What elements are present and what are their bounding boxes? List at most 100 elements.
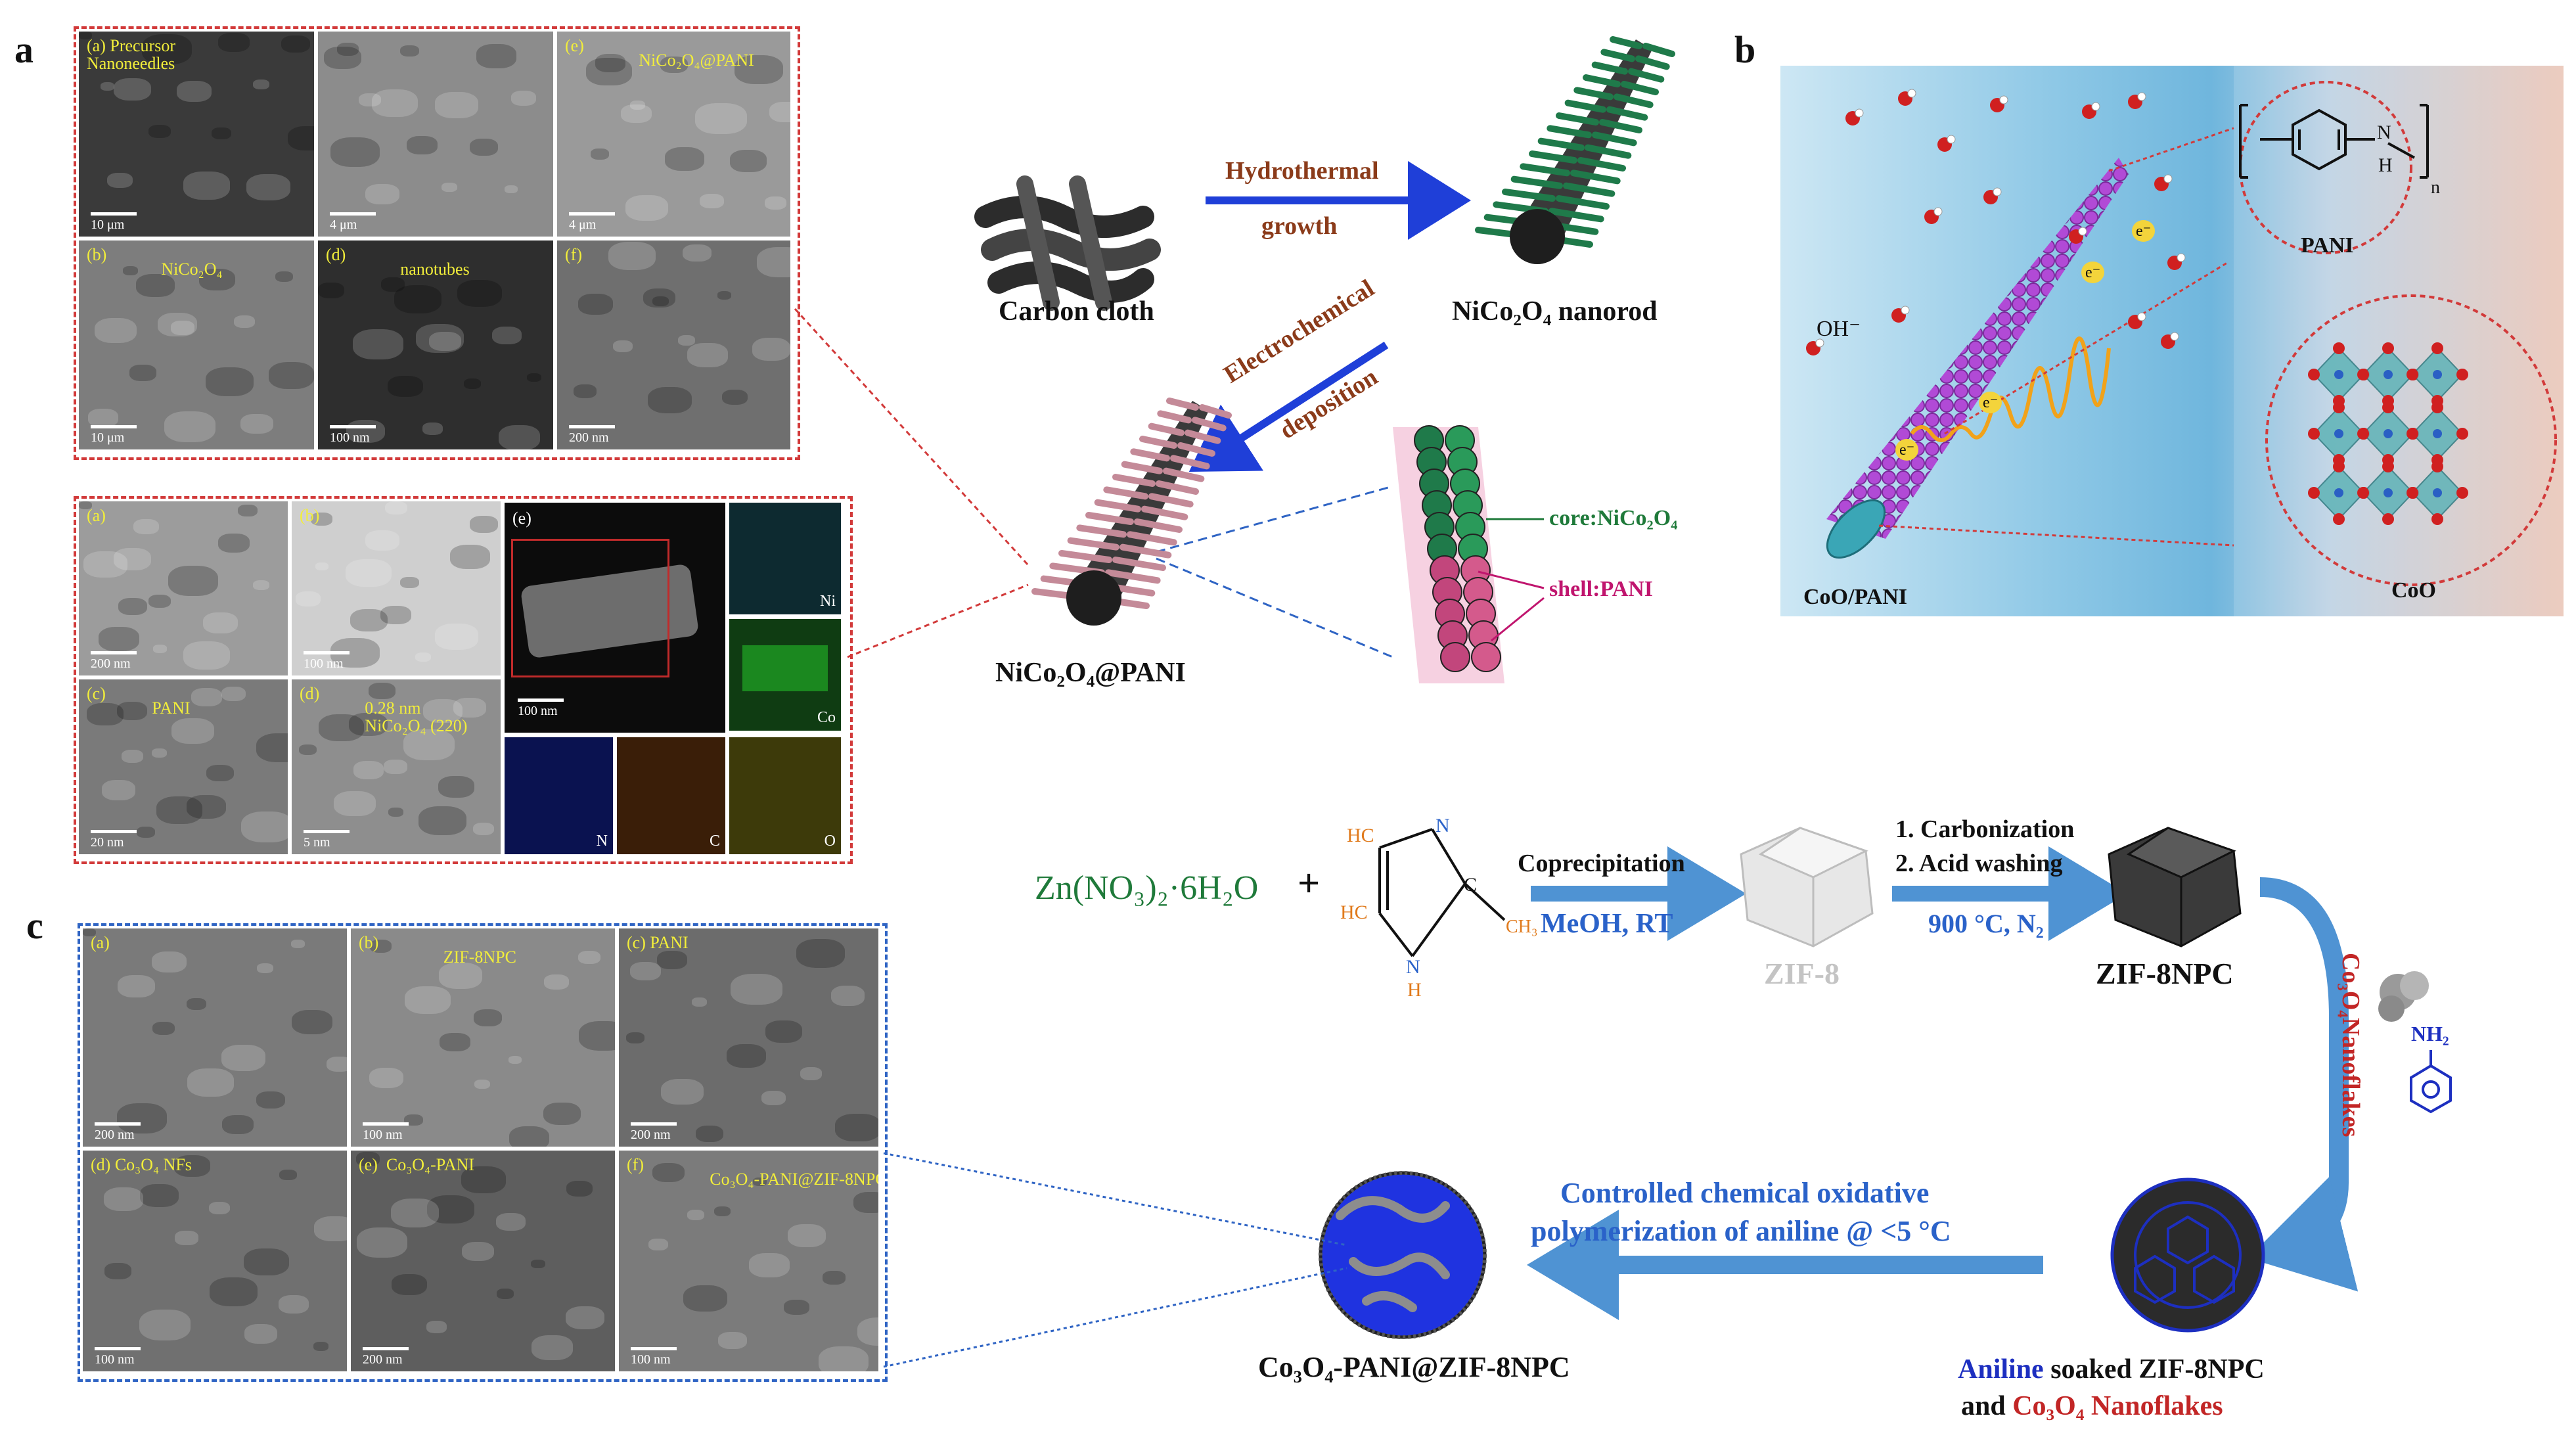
texture-grain bbox=[388, 808, 403, 817]
texture-grain bbox=[404, 1114, 423, 1126]
pani-h-atom: H bbox=[2378, 154, 2393, 176]
texture-grain bbox=[158, 313, 197, 336]
texture-grain bbox=[187, 1068, 234, 1097]
texture-grain bbox=[796, 939, 845, 969]
texture-grain bbox=[400, 577, 419, 589]
micrograph-tile: (f)200 nm bbox=[557, 240, 790, 449]
texture-grain bbox=[107, 173, 133, 189]
texture-grain bbox=[234, 315, 255, 329]
imidazole-structure bbox=[1378, 828, 1506, 957]
texture-grain bbox=[683, 1285, 727, 1312]
final-composite-label: Co₃O₄-PANI@ZIF-8NPC bbox=[1258, 1351, 1570, 1383]
texture-grain bbox=[613, 340, 633, 352]
imid-n2: N bbox=[1406, 956, 1420, 978]
micrograph-annotation: PANI bbox=[152, 698, 191, 718]
leader-line-c-top bbox=[883, 1152, 1347, 1247]
plus-sign: + bbox=[1298, 861, 1321, 905]
texture-grain bbox=[439, 963, 482, 989]
texture-grain bbox=[356, 1152, 380, 1166]
texture-grain bbox=[474, 1009, 502, 1026]
texture-grain bbox=[470, 516, 498, 533]
carbon-cloth-label: Carbon cloth bbox=[999, 296, 1154, 327]
eds-scale-bar: 100 nm bbox=[518, 698, 564, 719]
scale-bar: 200 nm bbox=[91, 651, 137, 672]
texture-grain bbox=[695, 103, 747, 135]
texture-grain bbox=[152, 951, 187, 972]
micrograph-tile: (a)200 nm bbox=[79, 501, 288, 675]
scale-bar: 100 nm bbox=[95, 1347, 141, 1367]
texture-grain bbox=[497, 1289, 514, 1299]
texture-grain bbox=[700, 194, 724, 209]
texture-grain bbox=[218, 534, 250, 553]
texture-grain bbox=[586, 58, 632, 85]
polymerization-label-1: Controlled chemical oxidative bbox=[1560, 1177, 1930, 1209]
texture-grain bbox=[256, 733, 288, 763]
texture-grain bbox=[418, 806, 466, 835]
step2-top2-label: 2. Acid washing bbox=[1895, 850, 2063, 877]
texture-grain bbox=[652, 296, 669, 306]
aniline-icon bbox=[2410, 1050, 2452, 1114]
eds-map-c: C bbox=[617, 737, 725, 854]
eds-map-c-label: C bbox=[709, 833, 720, 850]
eds-map-n: N bbox=[505, 737, 613, 854]
leader-line-core bbox=[1156, 485, 1393, 553]
texture-grain bbox=[253, 80, 269, 89]
texture-grain bbox=[370, 940, 392, 953]
texture-grain bbox=[470, 139, 498, 156]
texture-grain bbox=[346, 559, 392, 587]
texture-grain bbox=[385, 501, 407, 515]
texture-grain bbox=[508, 1056, 522, 1064]
texture-grain bbox=[292, 1010, 332, 1035]
texture-grain bbox=[527, 373, 541, 382]
soaked-flakes-word: Co₃O₄ Nanoflakes bbox=[2012, 1391, 2223, 1421]
texture-grain bbox=[88, 409, 118, 427]
texture-grain bbox=[784, 1300, 809, 1315]
texture-grain bbox=[291, 940, 305, 948]
texture-grain bbox=[369, 683, 395, 699]
texture-grain bbox=[152, 748, 167, 758]
scale-bar: 200 nm bbox=[631, 1122, 677, 1143]
leader-line-top bbox=[794, 308, 1029, 566]
texture-grain bbox=[148, 125, 171, 139]
texture-grain bbox=[499, 425, 540, 449]
step1-bottom-label: MeOH, RT bbox=[1541, 909, 1673, 939]
zif8-label: ZIF-8 bbox=[1764, 957, 1840, 990]
texture-grain bbox=[334, 791, 376, 817]
texture-grain bbox=[496, 1213, 526, 1231]
texture-grain bbox=[79, 501, 92, 509]
texture-grain bbox=[731, 974, 782, 1005]
texture-grain bbox=[357, 1227, 407, 1258]
texture-grain bbox=[353, 761, 384, 779]
eds-panel-label: (e) bbox=[512, 509, 531, 528]
coo-label: CoO bbox=[2391, 578, 2436, 603]
micrograph-label: (c) bbox=[87, 684, 106, 703]
zinc-nitrate-label: Zn(NO₃)₂·6H₂O bbox=[1035, 869, 1259, 907]
texture-grain bbox=[244, 1324, 277, 1344]
texture-grain bbox=[349, 713, 388, 737]
texture-grain bbox=[281, 35, 310, 53]
texture-grain bbox=[461, 1166, 506, 1193]
texture-grain bbox=[244, 1248, 289, 1276]
texture-grain bbox=[457, 280, 502, 307]
micrograph-label: (a) bbox=[91, 933, 110, 952]
texture-grain bbox=[359, 93, 381, 107]
texture-grain bbox=[734, 55, 783, 85]
scale-bar: 100 nm bbox=[363, 1122, 409, 1143]
nanoflake-icon bbox=[2378, 971, 2429, 1022]
texture-grain bbox=[591, 149, 609, 160]
texture-grain bbox=[311, 513, 332, 526]
texture-grain bbox=[473, 823, 494, 836]
eds-main-image: (e) 100 nm bbox=[505, 503, 725, 733]
micrograph-annotation: NiCo₂O₄@PANI bbox=[639, 51, 754, 70]
scale-bar: 100 nm bbox=[631, 1347, 677, 1367]
nanorod-icon bbox=[1475, 36, 1675, 264]
texture-grain bbox=[279, 1295, 309, 1314]
sem-grid-c-box bbox=[78, 923, 888, 1382]
texture-grain bbox=[381, 277, 405, 292]
micrograph-tile: (a)200 nm bbox=[83, 928, 347, 1147]
texture-grain bbox=[315, 562, 328, 570]
texture-grain bbox=[123, 266, 138, 275]
